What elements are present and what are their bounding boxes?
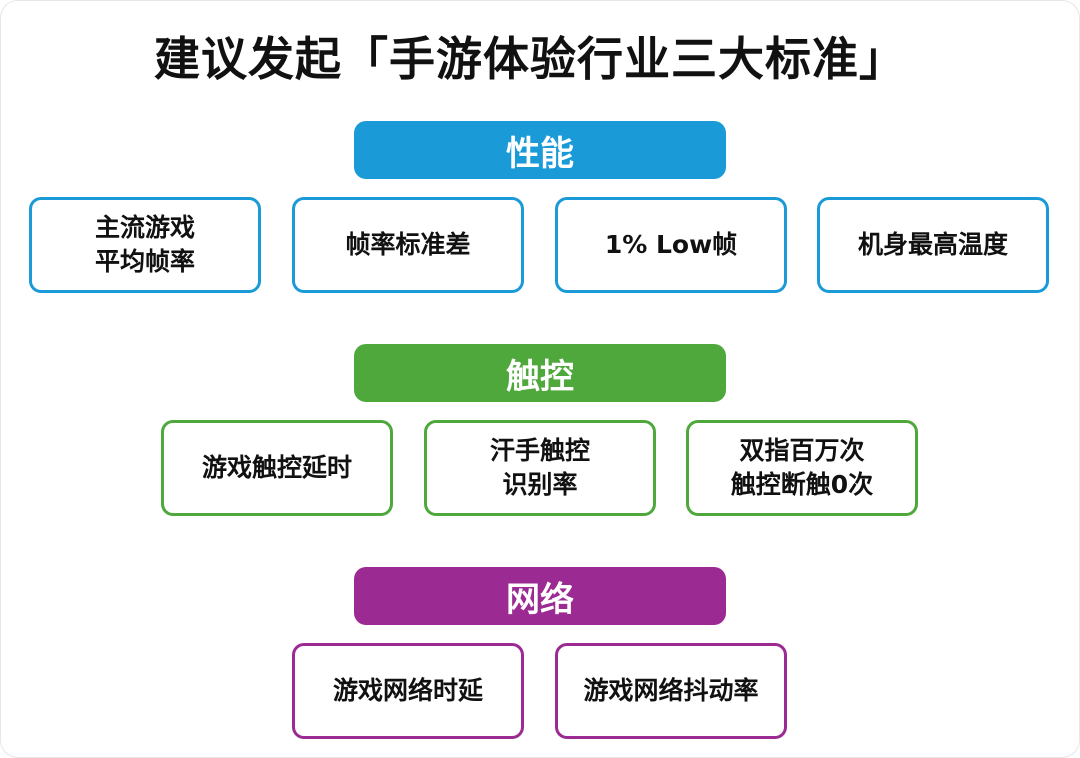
touch-item-dual-finger: 双指百万次 触控断触0次	[686, 420, 918, 516]
network-item-latency: 游戏网络时延	[292, 643, 524, 739]
page-title: 建议发起「手游体验行业三大标准」	[154, 32, 906, 86]
network-item-jitter: 游戏网络抖动率	[555, 643, 787, 739]
performance-item-1pct-low: 1% Low帧	[555, 197, 787, 293]
touch-item-latency: 游戏触控延时	[161, 420, 393, 516]
section-header-touch: 触控	[354, 344, 726, 402]
performance-item-fps-stddev: 帧率标准差	[292, 197, 524, 293]
performance-item-max-temp: 机身最高温度	[817, 197, 1049, 293]
section-header-performance: 性能	[354, 121, 726, 179]
section-header-network: 网络	[354, 567, 726, 625]
performance-item-avg-fps: 主流游戏 平均帧率	[29, 197, 261, 293]
touch-item-wet-hand: 汗手触控 识别率	[424, 420, 656, 516]
